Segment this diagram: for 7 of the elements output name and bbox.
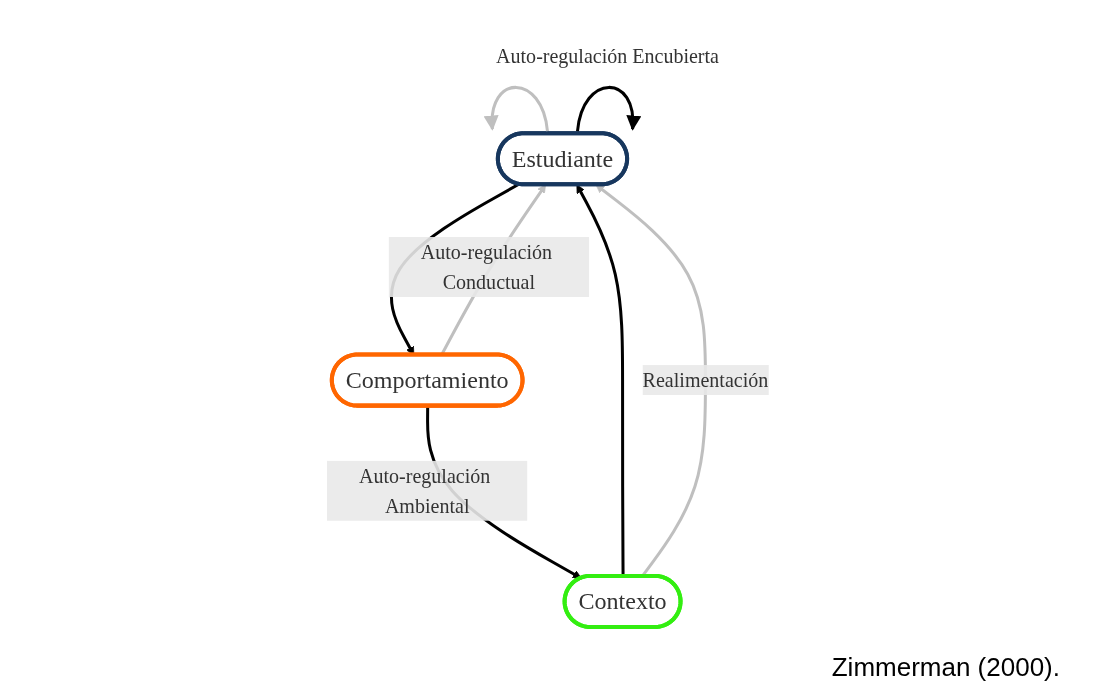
loop-arrow bbox=[575, 86, 640, 132]
edge-label: Realimentación bbox=[642, 369, 769, 392]
edge-label: Auto-regulación Conductual bbox=[420, 241, 552, 294]
loop-arrow bbox=[484, 86, 549, 132]
source-citation: Zimmerman (2000). bbox=[831, 652, 1060, 683]
edge-label: Auto-regulación Encubierta bbox=[495, 45, 719, 68]
edge-label: Auto-regulación Ambiental bbox=[358, 464, 491, 517]
